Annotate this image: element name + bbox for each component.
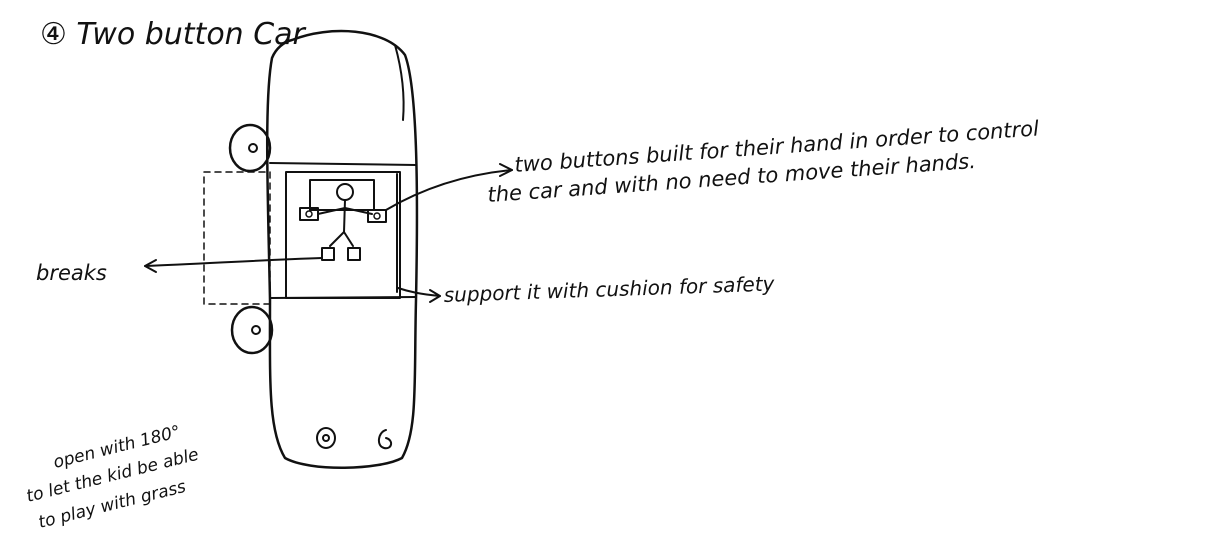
breaks-arrow-line [145, 258, 322, 266]
breaks-label: breaks [36, 261, 107, 285]
seat-box [286, 172, 400, 298]
kid-body [344, 200, 345, 232]
right-button-dot [374, 213, 380, 219]
kid-head [337, 184, 353, 200]
right-hand-button [368, 210, 386, 222]
front-left-hub [249, 144, 257, 152]
kid-leg-right [344, 232, 353, 246]
rear-light-left [317, 428, 335, 448]
cushion-note: support it with cushion for safety [443, 271, 776, 307]
left-button-dot [306, 211, 312, 217]
cabin-top-line [270, 163, 416, 165]
open-door-dashed [204, 172, 270, 304]
rear-left-hub [252, 326, 260, 334]
kid-leg-left [330, 232, 344, 246]
brake-pedal-left [322, 248, 334, 260]
rear-light-right [379, 430, 391, 448]
brake-pedal-right [348, 248, 360, 260]
diagram-title: ④ Two button Car [40, 17, 307, 52]
windshield-line [395, 45, 404, 120]
car-body [267, 31, 417, 468]
rear-light-left-dot [323, 435, 329, 441]
